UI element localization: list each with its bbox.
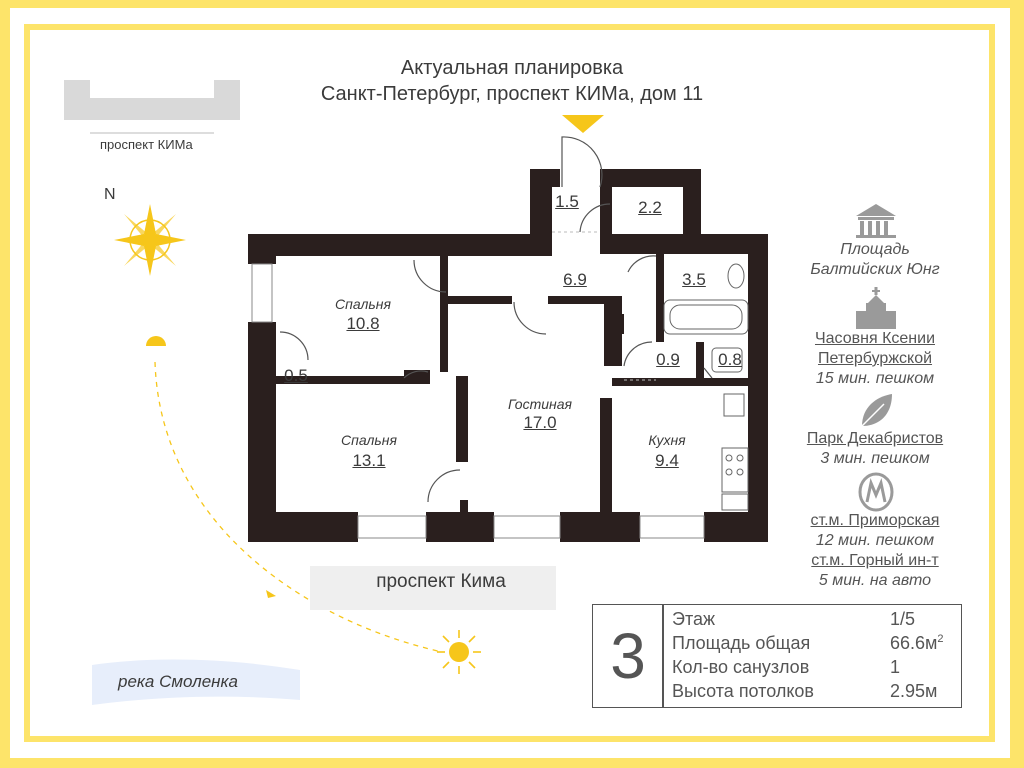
- poi-park-line-1[interactable]: Парк Декабристов: [806, 430, 944, 447]
- poi-metro-time-1: 12 мин. пешком: [815, 532, 935, 549]
- room-area-closet: 0.5: [284, 366, 308, 385]
- poi-metro: ст.м. Приморская 12 мин. пешком ст.м. Го…: [770, 511, 980, 591]
- north-label: N: [104, 186, 116, 203]
- compass-rose-icon: [114, 204, 186, 276]
- area-value: 66.6м: [890, 633, 938, 653]
- title-line-1: Актуальная планировка: [400, 57, 624, 79]
- room-name-bedroom-1: Спальня: [335, 296, 391, 312]
- room-name-bedroom-2: Спальня: [341, 432, 397, 448]
- room-area-corridor: 6.9: [563, 270, 587, 289]
- room-name-living: Гостиная: [507, 396, 573, 412]
- chapel-icon: [856, 287, 896, 329]
- poi-chapel-line-2[interactable]: Петербуржской: [817, 350, 933, 367]
- sun-path: [146, 336, 443, 653]
- poi-metro-station-1[interactable]: ст.м. Приморская: [810, 512, 940, 529]
- metro-icon: [858, 472, 894, 512]
- river-label: река Смоленка: [118, 672, 239, 691]
- room-area-kitchen: 9.4: [655, 451, 679, 470]
- poi-square-line-1: Площадь: [840, 241, 910, 258]
- room-area-hall-small: 1.5: [555, 192, 579, 211]
- poi-metro-station-2[interactable]: ст.м. Горный ин-т: [811, 552, 939, 569]
- ceiling-label: Высота потолков: [672, 681, 814, 701]
- room-name-kitchen: Кухня: [648, 432, 686, 448]
- street-label-top: проспект КИМа: [100, 137, 193, 152]
- poi-square: Площадь Балтийских Юнг: [770, 240, 980, 280]
- inner-frame: [24, 24, 995, 742]
- ceiling-value: 2.95м: [890, 681, 938, 701]
- poi-chapel-line-1[interactable]: Часовня Ксении: [814, 330, 935, 347]
- room-area-wc-a: 0.9: [656, 350, 680, 369]
- sun-icon: [437, 630, 481, 674]
- room-area-bedroom-2: 13.1: [352, 451, 386, 470]
- poi-chapel-time: 15 мин. пешком: [815, 370, 935, 387]
- street-label-bottom: проспект Кима: [376, 571, 506, 592]
- bathrooms-label: Кол-во санузлов: [672, 657, 810, 677]
- poi-park: Парк Декабристов 3 мин. пешком: [770, 429, 980, 469]
- apartment-info-box: [592, 604, 962, 708]
- area-label: Площадь общая: [672, 633, 811, 653]
- room-area-storage: 2.2: [638, 198, 662, 217]
- floor-value: 1/5: [890, 609, 916, 629]
- poi-park-time: 3 мин. пешком: [820, 450, 930, 467]
- area-unit-sup: 2: [937, 633, 944, 645]
- floor-label: Этаж: [672, 609, 716, 629]
- bathrooms-value: 1: [890, 657, 901, 677]
- poi-metro-time-2: 5 мин. на авто: [818, 572, 932, 589]
- room-area-bathroom: 3.5: [682, 270, 706, 289]
- river-band: [92, 659, 300, 705]
- page-title: Актуальная планировка Санкт-Петербург, п…: [0, 55, 1024, 107]
- poi-chapel: Часовня Ксении Петербуржской 15 мин. пеш…: [770, 329, 980, 389]
- info-divider: [662, 604, 664, 708]
- title-line-2: Санкт-Петербург, проспект КИМа, дом 11: [320, 83, 704, 105]
- entrance-arrow-icon: [562, 115, 604, 133]
- area-value-wrap: 66.6м2: [890, 633, 944, 654]
- poi-square-line-2: Балтийских Юнг: [810, 261, 940, 278]
- floor-plan: [248, 136, 768, 542]
- rooms-count: 3: [610, 620, 646, 692]
- leaf-icon: [861, 394, 892, 427]
- room-area-bedroom-1: 10.8: [346, 314, 380, 333]
- landmark-icon: [856, 204, 896, 238]
- room-area-wc-b: 0.8: [718, 350, 742, 369]
- street-building-icon: [64, 80, 240, 134]
- sunset-icon: [146, 336, 166, 346]
- room-area-living: 17.0: [523, 413, 557, 432]
- street-band: [310, 566, 556, 610]
